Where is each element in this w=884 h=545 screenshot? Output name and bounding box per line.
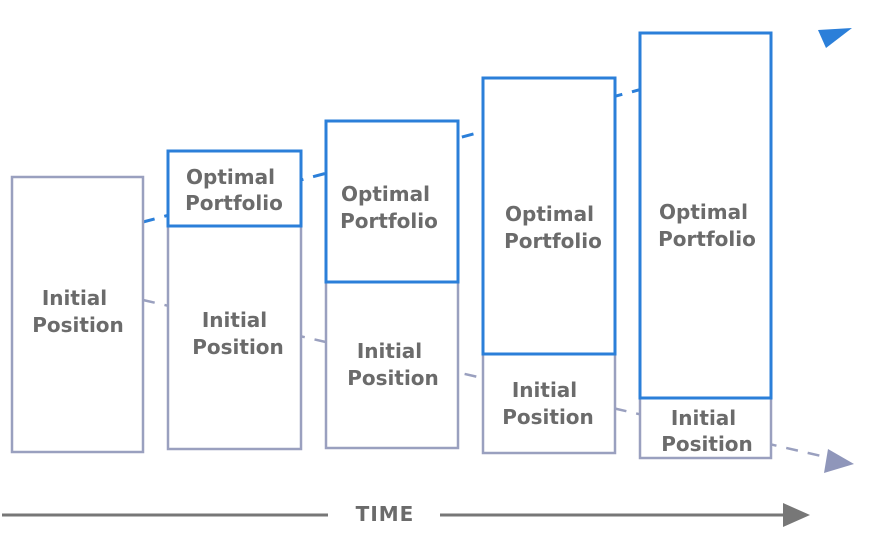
stage-5: Optimal Portfolio Initial Position [638, 31, 773, 460]
stage-2-optimal-label: Optimal Portfolio [185, 165, 283, 215]
stage-1: Initial Position [10, 175, 145, 454]
initial-trend-arrowhead [824, 449, 854, 473]
stage-1-initial-box [10, 175, 145, 454]
time-axis-label: TIME [356, 502, 415, 526]
stage-4-initial-label: Initial Position [502, 378, 594, 429]
stage-2-initial-box [166, 224, 303, 451]
stage-3-optimal-label: Optimal Portfolio [340, 182, 438, 233]
stage-5-initial-label: Initial Position [661, 406, 753, 456]
stage-3-initial-box [324, 280, 460, 450]
stage-2-optimal-box [166, 149, 303, 228]
stage-3: Optimal Portfolio Initial Position [324, 119, 460, 450]
time-axis-arrowhead [783, 503, 810, 527]
optimal-trend-arrowhead [818, 28, 852, 48]
stage-3-initial-label: Initial Position [347, 339, 439, 390]
stage-4-initial-box [481, 352, 617, 455]
stage-4-optimal-label: Optimal Portfolio [504, 202, 602, 253]
stage-3-optimal-box [324, 119, 460, 284]
stage-4: Optimal Portfolio Initial Position [481, 76, 617, 455]
stage-2-initial-label: Initial Position [192, 308, 284, 359]
stage-5-optimal-label: Optimal Portfolio [658, 200, 756, 251]
stage-2: Optimal Portfolio Initial Position [166, 149, 303, 451]
stage-4-optimal-box [481, 76, 617, 356]
stage-5-optimal-box [638, 31, 773, 400]
stage-1-initial-label: Initial Position [32, 286, 124, 337]
time-axis: TIME [2, 502, 810, 527]
